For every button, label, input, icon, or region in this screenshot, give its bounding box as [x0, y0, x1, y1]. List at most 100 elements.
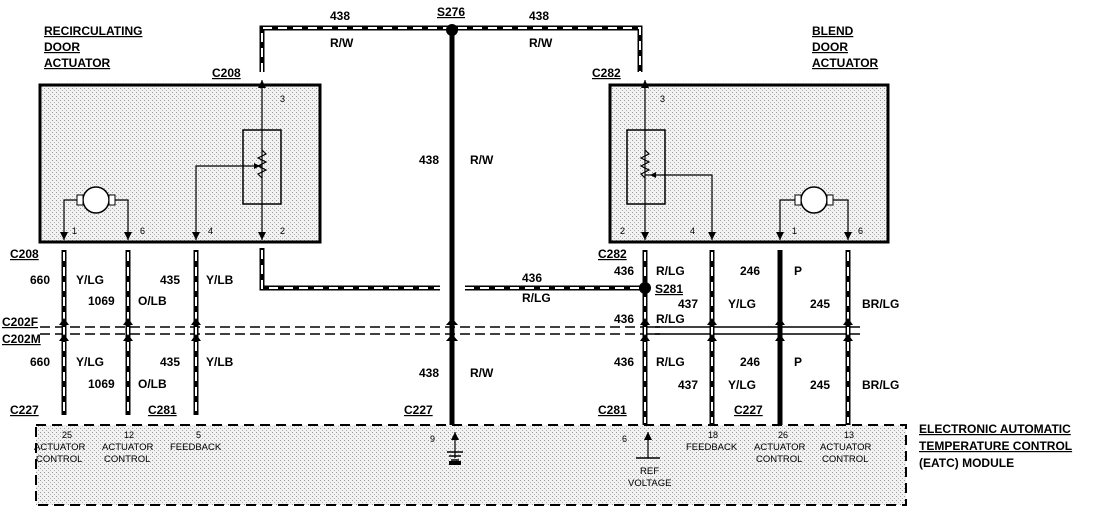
recirc-title-line1: RECIRCULATING: [44, 24, 142, 38]
module-pin-26-label1: ACTUATOR: [754, 442, 806, 453]
motor-icon: [800, 186, 828, 214]
connector-c227-center: C227: [404, 403, 433, 417]
eatc-module-box: [35, 424, 907, 506]
module-pin-25-label1: ACTUATOR: [34, 442, 86, 453]
wire-436-num-c202: 436: [614, 312, 634, 326]
blend-title-line3: ACTUATOR: [812, 56, 879, 70]
c202-connector-lines: [40, 326, 860, 335]
blend-pin-3: 3: [660, 94, 665, 104]
left-wires: [61, 250, 199, 415]
wire-1069-num-upper: 1069: [88, 294, 115, 308]
wire-1069-color-upper: O/LB: [138, 294, 167, 308]
wire-246-color-upper: P: [794, 264, 802, 278]
splice-dot-icon: [639, 282, 651, 294]
connector-c227-left: C227: [10, 403, 39, 417]
wire-435-color-upper: Y/LB: [206, 273, 234, 287]
module-pin-13-label2: CONTROL: [822, 454, 868, 465]
blend-pin-4: 4: [690, 226, 695, 236]
module-pin-6-label1: REF: [640, 466, 659, 477]
splice-s281-label: S281: [655, 282, 683, 296]
connector-c281-right: C281: [598, 403, 627, 417]
wire-246-num-lower: 246: [740, 355, 760, 369]
wire-246-num-upper: 246: [740, 264, 760, 278]
wire-437-color-lower: Y/LG: [728, 378, 756, 392]
wire-436-num-lower: 436: [614, 355, 634, 369]
connector-c202m: C202M: [2, 332, 41, 346]
eatc-title-line2: TEMPERATURE CONTROL: [919, 439, 1072, 453]
eatc-title-line1: ELECTRONIC AUTOMATIC: [919, 422, 1071, 436]
wire-num-trunk: 438: [419, 153, 439, 167]
wire-436-num-upper: 436: [614, 264, 634, 278]
connector-c227-right: C227: [734, 403, 763, 417]
recirc-pin-1: 1: [72, 226, 77, 236]
recirc-title-line3: ACTUATOR: [44, 56, 111, 70]
motor-icon: [82, 186, 110, 214]
wire-color-top-left: R/W: [330, 36, 354, 50]
arrow-head: [446, 334, 458, 341]
wire-num-top-left: 438: [330, 9, 350, 23]
recirc-title-line2: DOOR: [44, 40, 80, 54]
wire-437-num-lower: 437: [678, 378, 698, 392]
wire-436-link: [259, 248, 645, 291]
module-pin-13: 13: [844, 430, 854, 440]
wire-245-num-lower: 245: [810, 378, 830, 392]
recirc-pin-6: 6: [140, 226, 145, 236]
wire-245-color-lower: BR/LG: [862, 378, 899, 392]
module-pin-18-label1: FEEDBACK: [686, 442, 738, 453]
wire-num-436-link: 436: [522, 271, 542, 285]
wire-246-color-lower: P: [794, 355, 802, 369]
blend-actuator-box: [608, 83, 890, 244]
module-pin-6-label2: VOLTAGE: [628, 478, 671, 489]
splice-s276-label: S276: [437, 5, 465, 19]
arrow-head: [446, 318, 458, 325]
wire-437-color-upper: Y/LG: [728, 297, 756, 311]
splice-dot-icon: [446, 24, 458, 36]
module-pin-6: 6: [622, 434, 627, 444]
module-pin-26: 26: [778, 430, 788, 440]
module-pin-5: 5: [196, 430, 201, 440]
ref-voltage-icon: [636, 432, 660, 459]
module-pin-18: 18: [708, 430, 718, 440]
blend-internal: [626, 80, 852, 240]
wire-435-num-lower: 435: [160, 355, 180, 369]
wire-660-color-upper: Y/LG: [76, 273, 104, 287]
recirc-internal: [60, 80, 282, 240]
recirc-pin-3: 3: [280, 94, 285, 104]
wire-num-top-right: 438: [529, 9, 549, 23]
wire-245-color-upper: BR/LG: [862, 297, 899, 311]
blend-pin-6: 6: [858, 226, 863, 236]
wire-435-num-upper: 435: [160, 273, 180, 287]
recirc-pin-4: 4: [208, 226, 213, 236]
connector-c281-left: C281: [148, 403, 177, 417]
wire-1069-color-lower: O/LB: [138, 377, 167, 391]
module-pin-9: 9: [430, 434, 435, 444]
wire-437-num-upper: 437: [678, 297, 698, 311]
module-pin-26-label2: CONTROL: [756, 454, 802, 465]
connector-c282-bottom: C282: [598, 247, 627, 261]
wire-660-num-lower: 660: [30, 355, 50, 369]
connector-c202f: C202F: [2, 315, 38, 329]
wire-436-color-upper: R/LG: [656, 264, 685, 278]
connector-arrows: [59, 318, 853, 341]
connector-c282-top: C282: [592, 66, 621, 80]
connector-c208-bottom: C208: [10, 247, 39, 261]
wire-1069-num-lower: 1069: [88, 377, 115, 391]
wire-435-color-lower: Y/LB: [206, 355, 234, 369]
module-pin-25-label2: CONTROL: [36, 454, 82, 465]
recirc-pin-2: 2: [280, 226, 285, 236]
connector-c208-top: C208: [212, 66, 241, 80]
recirc-actuator-box: [38, 83, 322, 244]
blend-title-line2: DOOR: [812, 40, 848, 54]
wire-660-num-upper: 660: [30, 273, 50, 287]
wire-color-436-link: R/LG: [522, 291, 551, 305]
module-pin-13-label1: ACTUATOR: [820, 442, 872, 453]
blend-pin-1: 1: [792, 226, 797, 236]
module-pin-5-label1: FEEDBACK: [170, 442, 222, 453]
wire-color-top-right: R/W: [529, 36, 553, 50]
wire-num-trunk-low: 438: [419, 366, 439, 380]
blend-title-line1: BLEND: [812, 24, 854, 38]
module-pin-25: 25: [62, 430, 72, 440]
wire-660-color-lower: Y/LG: [76, 355, 104, 369]
wire-436-color-lower: R/LG: [656, 355, 685, 369]
